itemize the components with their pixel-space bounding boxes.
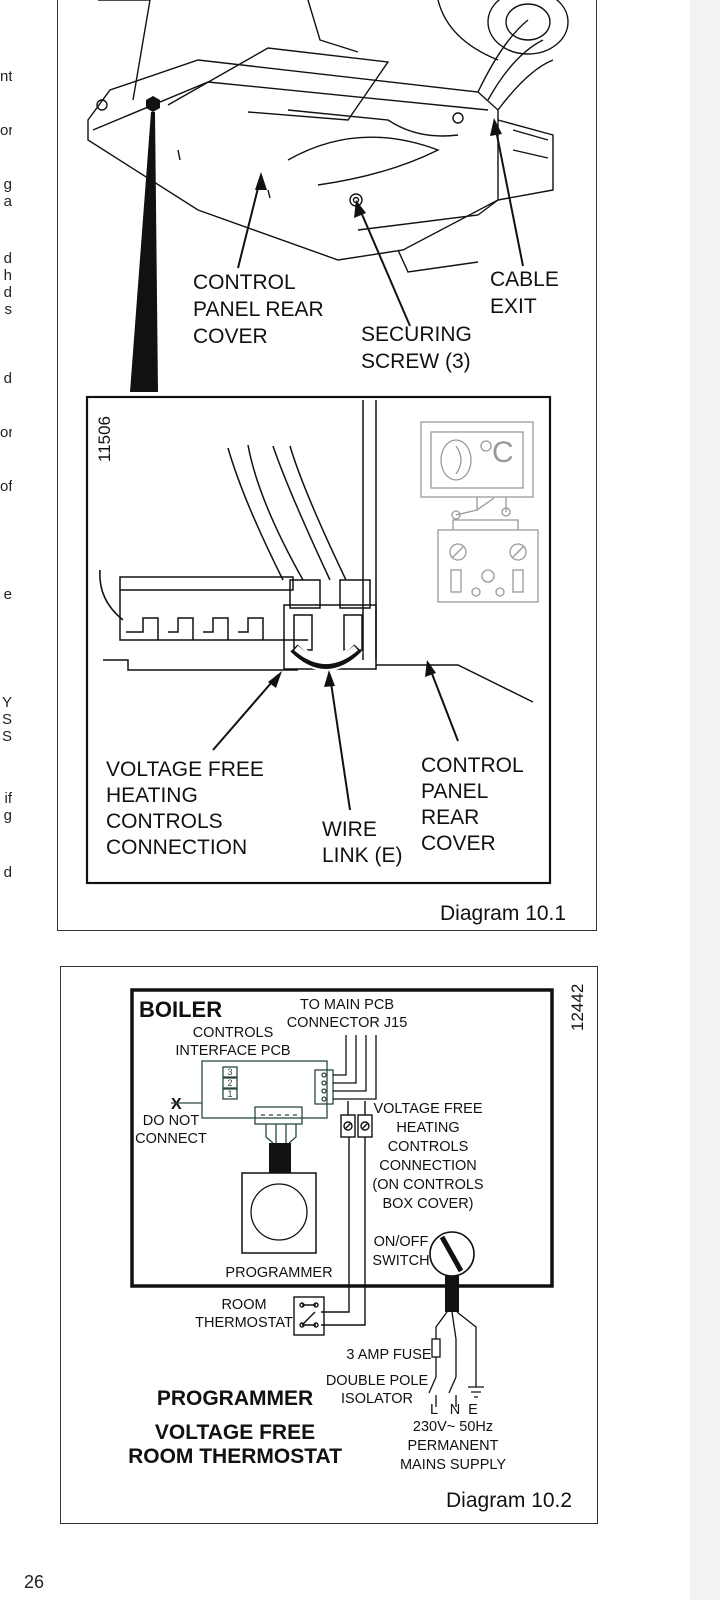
diagram-label: ROOM THERMOSTAT [128, 1445, 342, 1468]
margin-text-fragment: d h d s [3, 250, 12, 318]
label-control-panel-rear-cover: PANEL REAR [193, 298, 324, 321]
label-control-panel-rear-cover: COVER [421, 832, 496, 855]
margin-text-fragment: if g [3, 790, 12, 824]
main-pcb-wires [333, 1035, 377, 1100]
diagram-label: ON/OFF [374, 1234, 429, 1250]
diagram-label: ROOM [221, 1297, 266, 1313]
margin-text-fragment: or [0, 122, 12, 139]
boiler-title: BOILER [139, 997, 222, 1022]
diagram-10-1: CONTROL PANEL REAR COVER CABLE EXIT SECU… [57, 0, 597, 931]
diagram-label: N [450, 1402, 460, 1418]
pointer-wedge [130, 112, 158, 392]
label-wire-link: LINK (E) [322, 844, 403, 867]
diagram-label: E [468, 1402, 478, 1418]
diagram-label: 3 AMP FUSE [346, 1347, 431, 1363]
diagram-label: INTERFACE PCB [175, 1043, 290, 1059]
leader-lines-inset [212, 660, 459, 811]
diagram-label: (ON CONTROLS [372, 1177, 483, 1193]
diagram-label: PROGRAMMER [225, 1265, 332, 1281]
margin-text-fragment: d [3, 864, 12, 881]
programmer-cable [269, 1143, 291, 1173]
x-mark: X [171, 1096, 182, 1113]
label-securing-screw: SECURING [361, 323, 472, 346]
diagram-label: CONNECTION [379, 1158, 476, 1174]
leader-lines-top [237, 118, 524, 327]
boiler-underside-illustration [87, 0, 569, 273]
margin-text-fragment: Y S S [1, 694, 12, 745]
diagram-label: CONNECTOR J15 [287, 1015, 408, 1031]
diagram-label: HEATING [396, 1120, 459, 1136]
diagram-label: VOLTAGE FREE [373, 1101, 482, 1117]
wiring-labels: TO MAIN PCB CONNECTOR J15 CONTROLS INTER… [135, 997, 506, 1473]
margin-text-fragment: e [3, 586, 12, 603]
diagram-titles: PROGRAMMER VOLTAGE FREE ROOM THERMOSTAT [128, 1387, 342, 1468]
label-control-panel-rear-cover: CONTROL [193, 271, 296, 294]
diagram-label: TO MAIN PCB [300, 997, 394, 1013]
diagram-label: PROGRAMMER [157, 1387, 313, 1410]
diagram-label: DOUBLE POLE [326, 1373, 429, 1389]
label-cable-exit: CABLE [490, 268, 559, 291]
margin-text-fragment: of [0, 478, 12, 495]
mains-cable [445, 1276, 459, 1312]
diagram-caption: Diagram 10.1 [440, 902, 566, 925]
thermostat-symbol-icon: C [420, 421, 539, 603]
diagram-label: VOLTAGE FREE [155, 1421, 315, 1444]
diagram-label: PERMANENT [407, 1438, 498, 1454]
controls-interface-pcb [171, 1060, 334, 1144]
diagram-label: CONTROLS [193, 1025, 274, 1041]
margin-text-fragment: or [0, 424, 12, 441]
supply-wiring [428, 1311, 484, 1407]
label-voltage-free-heating-controls: HEATING [106, 784, 198, 807]
svg-text:C: C [492, 436, 514, 469]
margin-text-fragment: d [3, 370, 12, 387]
voltage-free-terminal-block [321, 1101, 373, 1326]
diagram-label: 230V~ 50Hz [413, 1419, 493, 1435]
reference-number: 11506 [95, 416, 114, 462]
label-wire-link: WIRE [322, 818, 377, 841]
boiler-box [130, 988, 554, 1288]
scrollbar-track[interactable] [690, 0, 720, 1600]
diagram-label: THERMOSTAT [195, 1315, 293, 1331]
programmer-dial-icon [250, 1183, 308, 1241]
label-control-panel-rear-cover: CONTROL [421, 754, 524, 777]
inset-frame [85, 395, 552, 885]
diagram-label: BOX COVER) [382, 1196, 473, 1212]
programmer-box [241, 1172, 317, 1254]
diagram-label: L [430, 1402, 438, 1418]
label-control-panel-rear-cover: PANEL [421, 780, 488, 803]
diagram-label: CONTROLS [388, 1139, 469, 1155]
diagram-label: 3 [227, 1067, 232, 1077]
label-voltage-free-heating-controls: VOLTAGE FREE [106, 758, 264, 781]
label-voltage-free-heating-controls: CONNECTION [106, 836, 247, 859]
diagram-caption: Diagram 10.2 [446, 1489, 572, 1512]
room-thermostat-icon [293, 1296, 325, 1336]
diagram1-inset-labels: VOLTAGE FREE HEATING CONTROLS CONNECTION… [106, 754, 524, 867]
margin-text-fragment: g a [3, 176, 12, 210]
page-number: 26 [24, 1572, 45, 1592]
diagram-label: ISOLATOR [341, 1391, 413, 1407]
label-securing-screw: SCREW (3) [361, 350, 471, 373]
on-off-switch-icon [429, 1231, 475, 1277]
label-cable-exit: EXIT [490, 295, 537, 318]
diagram-label: MAINS SUPPLY [400, 1457, 506, 1473]
diagram1-top-labels: CONTROL PANEL REAR COVER CABLE EXIT SECU… [193, 268, 559, 373]
hex-marker [146, 96, 160, 112]
label-voltage-free-heating-controls: CONTROLS [106, 810, 223, 833]
label-control-panel-rear-cover: REAR [421, 806, 479, 829]
diagram-label: 2 [227, 1078, 232, 1088]
margin-text-fragment: nt [0, 68, 12, 85]
reference-number: 12442 [568, 984, 587, 1031]
diagram-label: 1 [227, 1089, 232, 1099]
diagram-label: SWITCH [372, 1253, 429, 1269]
diagram-label: CONNECT [135, 1131, 207, 1147]
terminal-block-illustration [99, 400, 534, 703]
label-control-panel-rear-cover: COVER [193, 325, 268, 348]
diagram-10-2: 12442 BOILER TO MAIN PCB CONNECTOR J15 C… [60, 966, 598, 1524]
diagram-label: DO NOT [143, 1113, 200, 1129]
